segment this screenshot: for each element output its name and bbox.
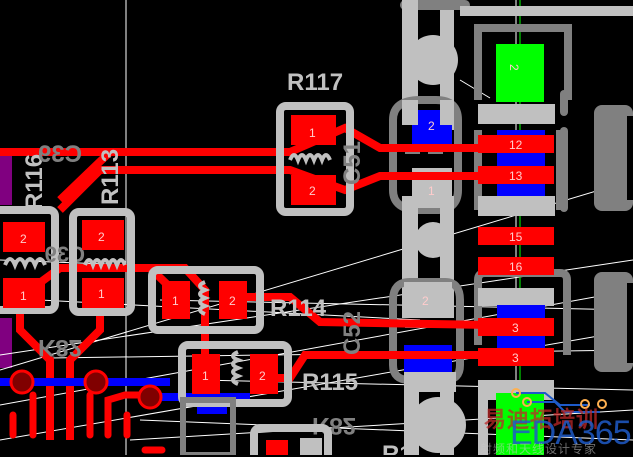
r117-footprint[interactable]: 1 2: [276, 102, 354, 216]
c39-mirrored-label-2: C39: [45, 242, 85, 267]
r116-pad-1-number: 1: [20, 289, 27, 303]
r114-pad-1-number: 1: [172, 294, 179, 308]
via: [137, 384, 163, 410]
r115-pad-1: [192, 354, 220, 394]
r116-footprint[interactable]: 2 1: [0, 206, 59, 314]
connector-pads[interactable]: [478, 135, 554, 366]
r114-pad-1: [162, 281, 190, 319]
r114-pad-2: [219, 281, 247, 319]
r113-pad-1: [82, 278, 124, 308]
c51-pad-2-number: 2: [428, 119, 435, 133]
watermark-graphic: [511, 388, 607, 413]
r114-footprint[interactable]: 1 2: [148, 266, 264, 334]
r113-pad-1-number: 1: [98, 287, 105, 301]
via: [9, 369, 35, 395]
r115-pad-2: [250, 354, 278, 394]
r117-pad-2-number: 2: [309, 184, 316, 198]
inner-layer-region: [0, 318, 12, 368]
connector-pad-3b-number: 3: [512, 351, 519, 365]
r117-pad-1-number: 1: [309, 126, 316, 140]
k82-mirrored-label-left: K82: [38, 334, 82, 361]
r114-pad-2-number: 2: [229, 294, 236, 308]
silkscreen-outline: [460, 6, 633, 16]
connector-pad-12: [478, 135, 554, 153]
connector-pad-2: [496, 44, 544, 102]
r116-pad-1: [3, 278, 45, 308]
r117-pad-2: [291, 175, 336, 205]
r117-designator: R117: [287, 69, 343, 96]
r117-pad-1: [291, 115, 336, 145]
r116-pad-2: [3, 222, 45, 252]
r113-footprint[interactable]: 2 1: [69, 208, 135, 316]
c52-footprint: 2: [389, 278, 466, 455]
r114-designator: R114: [270, 295, 327, 322]
connector-pad-3a: [478, 318, 554, 336]
connector-pad-16-number: 16: [509, 260, 523, 274]
connector-pad-15: [478, 227, 554, 245]
c51-footprint: 2 1: [389, 0, 462, 214]
c51-designator: C51: [339, 141, 366, 185]
inner-layer-region: [0, 150, 12, 205]
r115-pad-2-number: 2: [259, 369, 266, 383]
partial-footprint-bottom: [180, 397, 332, 455]
r116-pad-2-number: 2: [20, 232, 27, 246]
c52-pad-2-number: 2: [422, 294, 429, 308]
r113-pad-2: [82, 220, 124, 250]
partial-designator: R1: [382, 441, 413, 455]
r113-designator: R113: [97, 149, 124, 205]
connector-pad-13-number: 13: [509, 169, 523, 183]
r115-designator: R115: [302, 369, 358, 396]
c51-pad-1-number: 1: [428, 184, 435, 198]
via: [83, 369, 109, 395]
c39-mirrored-label: C39: [38, 141, 82, 168]
connector-pad-12-number: 12: [509, 138, 523, 152]
connector-pad-3b: [478, 348, 554, 366]
r116-designator: R116: [21, 154, 48, 210]
connector-pad-13: [478, 166, 554, 184]
vias: [9, 369, 163, 410]
connector-pad-2-number: 2: [507, 64, 521, 71]
connector-pad-16: [478, 257, 554, 275]
c52-designator: C52: [339, 311, 366, 355]
connector-pad-15-number: 15: [509, 230, 523, 244]
r115-footprint[interactable]: 1 2: [178, 341, 292, 407]
r115-pad-1-number: 1: [202, 369, 209, 383]
r113-pad-2-number: 2: [98, 230, 105, 244]
pin-stubs: [9, 391, 166, 454]
connector-pad-3a-number: 3: [512, 321, 519, 335]
